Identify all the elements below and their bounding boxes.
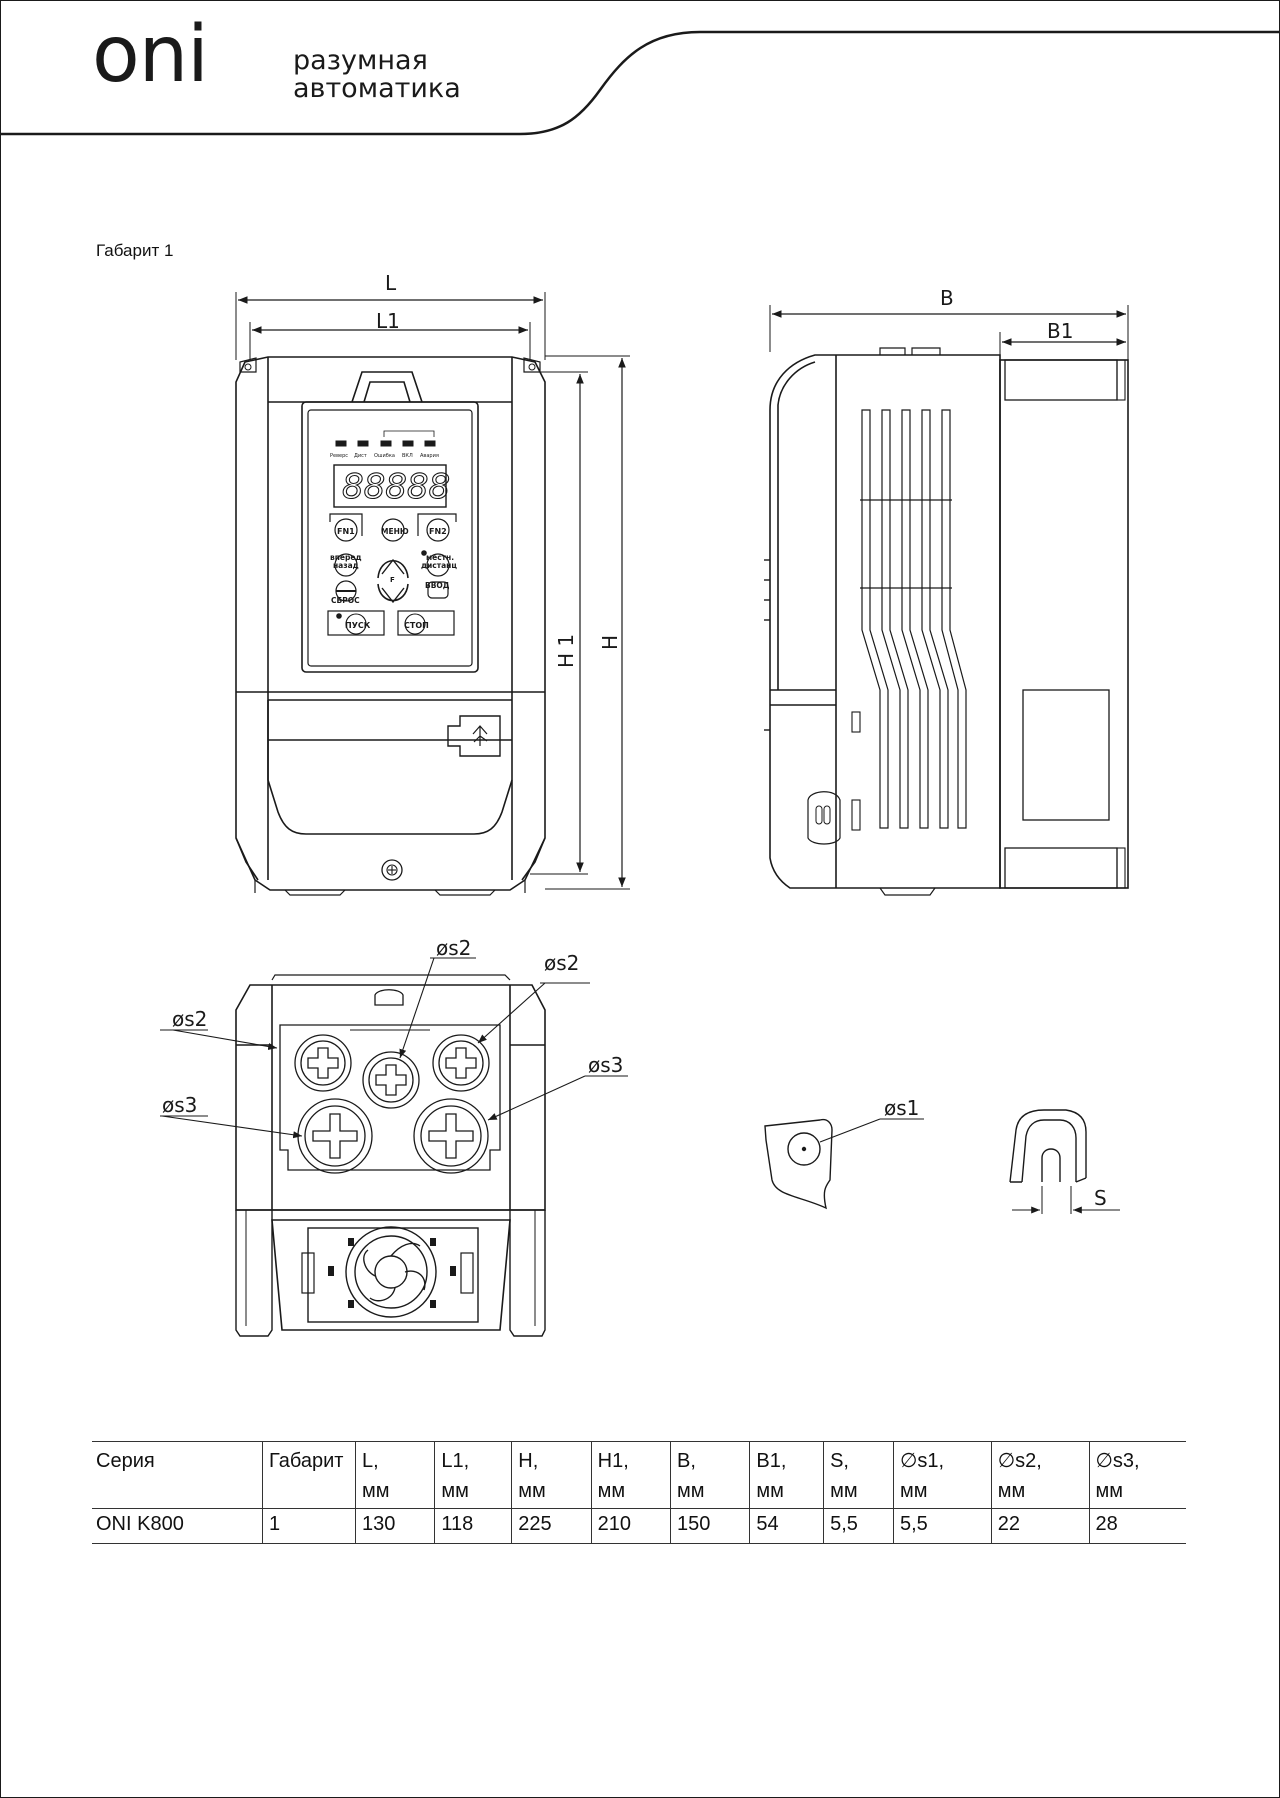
enter-button — [427, 581, 449, 599]
label-s3-right: øs3 — [588, 1053, 623, 1077]
section-title: Габарит 1 — [96, 241, 174, 260]
vent-slots — [860, 409, 967, 829]
dim-label-L: L — [385, 271, 397, 295]
local-remote-button — [426, 553, 450, 577]
down-key — [377, 583, 409, 602]
col-H: H,мм — [511, 1441, 592, 1509]
cell-H1: 210 — [590, 1508, 671, 1544]
led-label-alarm: Авария — [420, 453, 439, 459]
table-row: ONI K800 1 130 118 225 210 150 54 5,5 5,… — [92, 1508, 1186, 1544]
ground-screw-icon — [381, 859, 403, 881]
menu-button — [381, 518, 405, 542]
fn2-button — [426, 518, 450, 542]
svg-text:ПУСК: ПУСК — [345, 621, 371, 630]
col-B: B,мм — [670, 1441, 750, 1509]
col-B1: B1,мм — [749, 1441, 824, 1509]
dim-label-H1: H 1 — [554, 634, 578, 668]
label-s2-top: øs2 — [436, 936, 471, 960]
svg-text:СТОП: СТОП — [404, 621, 429, 630]
col-s3: ∅s3,мм — [1088, 1441, 1186, 1509]
stop-button — [397, 610, 455, 636]
fwd-rev-label: вперед — [330, 553, 362, 562]
led-label-reverse: Реверс — [330, 453, 348, 459]
col-S: S,мм — [823, 1441, 894, 1509]
dim-label-H: H — [598, 635, 622, 650]
svg-text:СБРОС: СБРОС — [331, 596, 360, 605]
front-view: L L1 Реверс Дист Ошибка ВКЛ — [235, 271, 630, 896]
cell-size: 1 — [262, 1508, 356, 1544]
svg-text:назад: назад — [333, 561, 359, 570]
dim-label-L1: L1 — [376, 309, 400, 333]
col-L: L,мм — [354, 1441, 435, 1509]
brand-logo: oni — [92, 10, 209, 100]
label-s2-left: øs2 — [172, 1007, 207, 1031]
dimensions-table: Серия Габарит L,мм L1,мм H,мм H1,мм B,мм… — [92, 1441, 1186, 1544]
col-H1: H1,мм — [590, 1441, 671, 1509]
label-s2-right: øs2 — [544, 951, 579, 975]
seven-segment-display — [333, 464, 447, 508]
display-digits: 88888 — [342, 467, 450, 507]
col-s1: ∅s1,мм — [892, 1441, 992, 1509]
col-series: Серия — [96, 1450, 155, 1472]
detail-slot-S: S — [1009, 1109, 1120, 1214]
dim-label-B: B — [940, 286, 954, 310]
led-row — [335, 430, 436, 447]
tagline-line-1: разумная — [293, 45, 428, 76]
usb-port — [447, 715, 501, 757]
side-view: B B1 — [764, 286, 1129, 896]
cell-L1: 118 — [434, 1508, 512, 1544]
label-s1: øs1 — [884, 1096, 919, 1120]
technical-drawing: L L1 Реверс Дист Ошибка ВКЛ — [160, 271, 1129, 1337]
label-S: S — [1094, 1186, 1107, 1210]
brand-tagline: разумная автоматика — [293, 47, 461, 103]
label-s3-left: øs3 — [162, 1093, 197, 1117]
dim-label-B1: B1 — [1047, 319, 1073, 343]
led-label-remote: Дист — [354, 453, 367, 459]
cell-B1: 54 — [749, 1508, 824, 1544]
svg-text:МЕНЮ: МЕНЮ — [381, 527, 409, 536]
svg-text:дистанц: дистанц — [421, 561, 457, 570]
col-L1: L1,мм — [434, 1441, 512, 1509]
cell-H: 225 — [511, 1508, 592, 1544]
cable-gland-knockouts — [294, 1034, 490, 1174]
svg-text:местн.: местн. — [426, 553, 454, 562]
cell-B: 150 — [670, 1508, 750, 1544]
svg-text:FN2: FN2 — [429, 527, 447, 536]
label-plate — [1022, 689, 1110, 821]
bottom-view: øs2 øs2 øs2 øs3 øs3 — [160, 936, 628, 1337]
cell-s2: 22 — [990, 1508, 1089, 1544]
col-size: Габарит — [262, 1441, 356, 1509]
detail-hole-s1: øs1 — [764, 1096, 924, 1210]
start-button — [327, 610, 385, 636]
cell-s3: 28 — [1088, 1508, 1186, 1544]
cell-S: 5,5 — [823, 1508, 894, 1544]
cell-series: ONI K800 — [96, 1513, 184, 1535]
cell-L: 130 — [354, 1508, 435, 1544]
header-banner — [0, 30, 1280, 136]
svg-text:ВВОД: ВВОД — [425, 581, 450, 590]
tagline-line-2: автоматика — [293, 73, 461, 104]
led-label-on: ВКЛ — [402, 453, 413, 459]
table-header-row: Серия Габарит L,мм L1,мм H,мм H1,мм B,мм… — [92, 1441, 1186, 1509]
led-label-error: Ошибка — [374, 453, 395, 459]
svg-text:FN1: FN1 — [337, 527, 355, 536]
fwd-rev-button — [334, 553, 358, 577]
svg-text:F: F — [390, 576, 395, 584]
cell-s1: 5,5 — [892, 1508, 992, 1544]
col-s2: ∅s2,мм — [990, 1441, 1089, 1509]
fn1-button — [334, 518, 358, 542]
fan-icon — [345, 1226, 437, 1318]
